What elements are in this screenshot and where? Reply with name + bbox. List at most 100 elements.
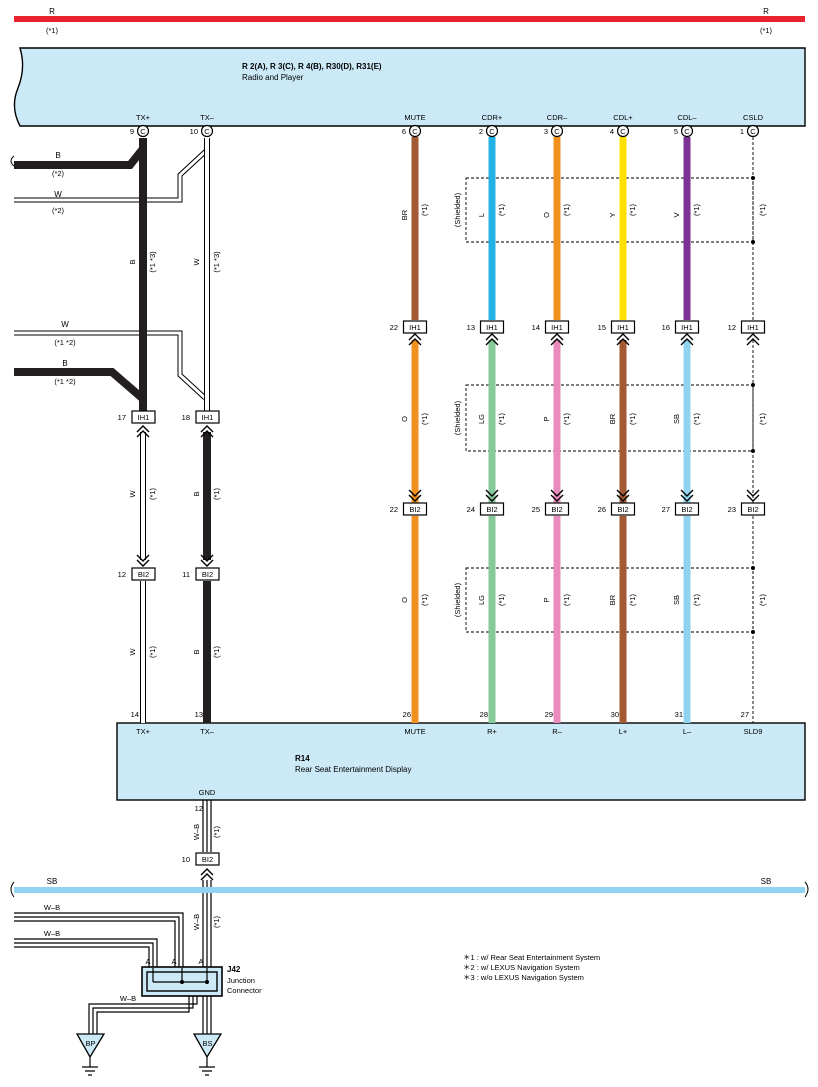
j42-pin-3: A bbox=[198, 957, 203, 966]
r14-gnd-pin: 12 bbox=[195, 804, 203, 813]
tx-plus-mid-color: W bbox=[128, 490, 137, 498]
r14-pin-num-7: 27 bbox=[741, 710, 749, 719]
rear-display-box bbox=[116, 722, 806, 801]
bi2-row-4-num: 27 bbox=[662, 505, 670, 514]
r14-pin-num-2: 26 bbox=[403, 710, 411, 719]
audio-low-note-3: (*1) bbox=[628, 593, 637, 606]
bi2-row-arrow-icon-2 bbox=[550, 489, 564, 502]
ih1-row-arrow-icon-3 bbox=[616, 333, 630, 346]
tx-wires: B (*1 *3) W (*1 *3) W (*1) B (*1) W (*1)… bbox=[128, 138, 221, 723]
junction-connector: A A A J42 Junction Connector bbox=[141, 957, 262, 997]
bp-wire-color: W–B bbox=[120, 994, 136, 1003]
gnd-lower-note: (*1) bbox=[212, 915, 221, 928]
bp-wire-b bbox=[92, 996, 194, 1034]
ih1-row-1-box bbox=[479, 320, 505, 334]
audio-low-color-1: LG bbox=[477, 595, 486, 605]
radio-player-box bbox=[13, 47, 806, 127]
j42-name-1: Junction bbox=[227, 976, 255, 985]
bi2-11-num: 11 bbox=[182, 570, 190, 579]
bs-ground-triangle bbox=[192, 1033, 223, 1059]
bi2-row-1-box bbox=[479, 502, 505, 516]
bi2-row-2-box bbox=[544, 502, 570, 516]
r14-pin-num-6: 31 bbox=[675, 710, 683, 719]
audio-mid-note-5: (*1) bbox=[758, 412, 767, 425]
ground-feeds: W–B W–B bbox=[14, 903, 184, 968]
ih1-row-3-box bbox=[610, 320, 636, 334]
radio-pin-num-0: 9 bbox=[130, 127, 134, 136]
ih1-row-1-name: IH1 bbox=[486, 323, 498, 332]
bi2-row-3-box bbox=[610, 502, 636, 516]
bi2-row-5-name: BI2 bbox=[747, 505, 758, 514]
radio-pin-conn-7: C bbox=[750, 127, 756, 136]
audio-mid-note-2: (*1) bbox=[562, 412, 571, 425]
radio-pin-conn-1: C bbox=[204, 127, 210, 136]
radio-pin-circle-5 bbox=[616, 124, 630, 138]
bi2-row-4-name: BI2 bbox=[681, 505, 692, 514]
shield-box-2 bbox=[465, 567, 754, 633]
bi2-11-name: BI2 bbox=[202, 570, 213, 579]
audio-upper-note-1: (*1) bbox=[497, 203, 506, 216]
bp-wire-a bbox=[88, 996, 198, 1034]
radio-pin-conn-6: C bbox=[684, 127, 690, 136]
ih1-row-2-box bbox=[544, 320, 570, 334]
feed-b-lower bbox=[14, 368, 145, 402]
feed-w-upper-fill bbox=[14, 148, 209, 202]
feed-w-lower-outline bbox=[14, 330, 207, 400]
feed-b-upper-color: B bbox=[55, 151, 60, 160]
bi2-12-name: BI2 bbox=[138, 570, 149, 579]
radio-pin-circle-3 bbox=[485, 124, 499, 138]
bi2-10-arrow-icon bbox=[200, 868, 214, 881]
r14-pin-num-5: 30 bbox=[611, 710, 619, 719]
audio-upper-note-5: (*1) bbox=[758, 203, 767, 216]
audio-upper-color-4: V bbox=[672, 212, 681, 217]
radio-pin-label-1: TX– bbox=[200, 113, 215, 122]
feed-w-upper-color: W bbox=[54, 190, 62, 199]
shield-label-1: (Shielded) bbox=[453, 400, 462, 435]
audio-low-note-2: (*1) bbox=[562, 593, 571, 606]
ih1-17-arrow-icon bbox=[136, 425, 150, 438]
ih1-row-arrow-icon-4 bbox=[680, 333, 694, 346]
r14-pin-label-2: MUTE bbox=[404, 727, 425, 736]
bi2-10-box bbox=[195, 852, 220, 866]
bi2-row-arrow-icon-3 bbox=[616, 489, 630, 502]
power-line-label-right: R bbox=[763, 7, 769, 16]
radio-pin-label-6: CDL– bbox=[677, 113, 697, 122]
tx-plus-upper-note: (*1 *3) bbox=[148, 251, 157, 273]
bi2-12-box bbox=[131, 567, 156, 581]
ih1-row-1-num: 13 bbox=[467, 323, 475, 332]
radio-pin-circle-2 bbox=[408, 124, 422, 138]
audio-mid-color-1: LG bbox=[477, 414, 486, 424]
j42-code: J42 bbox=[227, 965, 241, 974]
bi2-12-num: 12 bbox=[118, 570, 126, 579]
power-line-group: R (*1) R (*1) bbox=[14, 7, 805, 35]
bi2-row-arrow-icon-1 bbox=[485, 489, 499, 502]
bi2-row-5-box bbox=[740, 502, 766, 516]
ih1-row-arrow-icon-2 bbox=[550, 333, 564, 346]
audio-upper-color-1: L bbox=[477, 213, 486, 217]
radio-pin-conn-4: C bbox=[554, 127, 560, 136]
ih1-row-2-name: IH1 bbox=[551, 323, 563, 332]
ground-wire-group: GND 12 W–B (*1) BI2 10 W–B (*1) bbox=[182, 788, 221, 968]
bi2-row-arrow-icon-5 bbox=[746, 489, 760, 502]
feed-b-upper-note: (*2) bbox=[52, 169, 65, 178]
bp-ground-label: BP bbox=[85, 1039, 95, 1048]
tx-minus-mid-note: (*1) bbox=[212, 487, 221, 500]
bi2-row-arrow-icon-4 bbox=[680, 489, 694, 502]
legend-line-1: ＊1 : w/ Rear Seat Entertainment System bbox=[463, 953, 600, 962]
r14-pin-label-1: TX– bbox=[200, 727, 215, 736]
tx-minus-mid-color: B bbox=[192, 491, 201, 496]
radio-pin-num-2: 6 bbox=[402, 127, 406, 136]
ih1-18-num: 18 bbox=[182, 413, 190, 422]
ih1-row-0-name: IH1 bbox=[409, 323, 421, 332]
radio-pin-circle-4 bbox=[550, 124, 564, 138]
audio-upper-note-0: (*1) bbox=[420, 203, 429, 216]
tx-minus-low-note: (*1) bbox=[212, 645, 221, 658]
wb-feed-1-c bbox=[14, 920, 176, 968]
feed-b-upper bbox=[14, 147, 146, 169]
feed-w-lower-note: (*1 *2) bbox=[54, 338, 76, 347]
r14-pin-num-1: 13 bbox=[195, 710, 203, 719]
bp-ground-icon bbox=[82, 1057, 98, 1076]
wb-feed-2-b bbox=[14, 942, 154, 968]
wb-feed-1-a bbox=[14, 912, 184, 968]
ih1-row-arrow-icon-5 bbox=[746, 333, 760, 346]
